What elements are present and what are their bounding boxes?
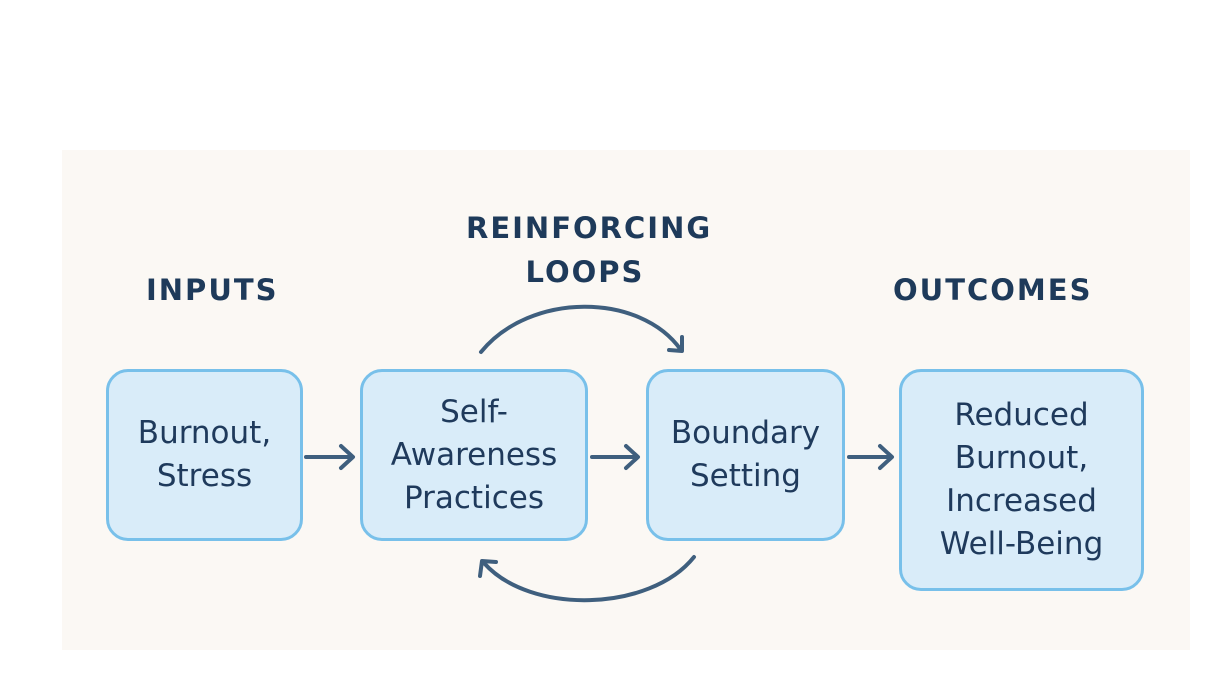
outcomes-heading: OUTCOMES xyxy=(893,273,1093,307)
self-awareness-practices-box: Self- Awareness Practices xyxy=(360,369,588,541)
boundary-setting-box: Boundary Setting xyxy=(646,369,845,541)
reinforcing-loops-heading: REINFORCING LOOPS xyxy=(466,211,713,289)
inputs-heading: INPUTS xyxy=(146,273,279,307)
burnout-stress-box: Burnout, Stress xyxy=(106,369,303,541)
outcome-box: Reduced Burnout, Increased Well-Being xyxy=(899,369,1144,591)
